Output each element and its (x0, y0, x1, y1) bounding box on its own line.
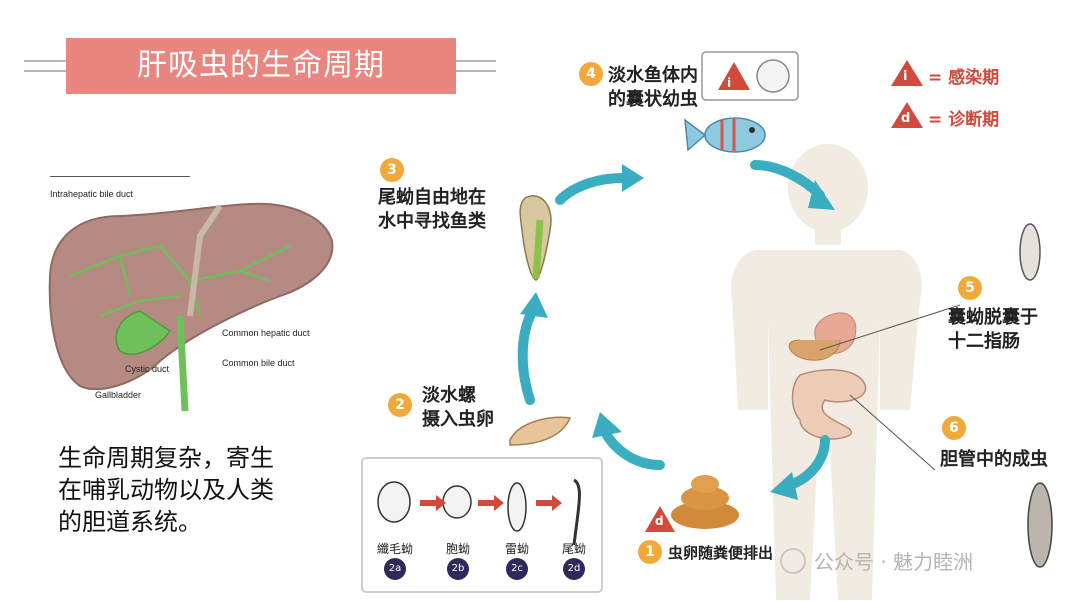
description-text: 生命周期复杂，寄生 在哺乳动物以及人类 的胆道系统。 (58, 442, 348, 538)
arrow-heads (520, 164, 835, 500)
substage-label-2d: 尾蚴 (561, 542, 586, 556)
substage-label-2b: 胞蚴 (445, 542, 470, 556)
lifecycle-diagram (361, 51, 1053, 600)
legend-infection-label: = 感染期 (928, 68, 1000, 88)
stage-5-line-1: 囊蚴脱囊于 (948, 307, 1038, 328)
diagnosis-triangle-feces (645, 506, 675, 532)
feces-diagnosis-letter: d (655, 514, 664, 528)
stage-2-line-1: 淡水螺 (422, 385, 476, 406)
cercaria-icon (519, 195, 552, 281)
snail-icon (509, 416, 572, 446)
infection-triangle-inset (718, 62, 750, 90)
description-line-1: 生命周期复杂，寄生 (58, 444, 274, 472)
inset-infection-letter: i (727, 76, 732, 90)
label-common-hepatic-duct: Common hepatic duct (222, 328, 310, 338)
label-common-bile-duct: Common bile duct (222, 358, 295, 368)
wechat-icon (780, 547, 806, 574)
substage-arrows (420, 495, 562, 511)
stage-2-number: 2 (388, 393, 412, 417)
fish-icon (684, 117, 766, 153)
stage-5-line-2: 十二指肠 (948, 331, 1020, 352)
substage-label-2c: 雷蚴 (504, 542, 529, 556)
stage-3-number: 3 (380, 158, 404, 182)
adult-fluke-icon (1027, 482, 1053, 568)
description-line-2: 在哺乳动物以及人类 (58, 476, 274, 504)
watermark-text: 公众号 · 魅力睦洲 (814, 550, 974, 574)
cercaria-small-icon (572, 478, 581, 546)
feces-icon (671, 475, 739, 529)
stage-3-line-1: 尾蚴自由地在 (378, 187, 486, 208)
miracidium-icon (377, 481, 411, 523)
title-left-decoration (24, 60, 66, 72)
page-title: 肝吸虫的生命周期 (66, 38, 456, 94)
infection-symbol-letter: i (903, 69, 908, 84)
label-cystic-duct: Cystic duct (125, 364, 170, 374)
stage-4-line-1: 淡水鱼体内 (608, 65, 698, 86)
stage-6-number: 6 (942, 416, 966, 440)
stage-4-line-2: 的囊状幼虫 (608, 89, 698, 110)
watermark: 公众号 · 魅力睦洲 (780, 546, 973, 575)
substage-label-2a: 纖毛蚴 (376, 542, 413, 556)
label-gallbladder: Gallbladder (95, 390, 142, 400)
substage-badge-2b: 2b (447, 558, 469, 580)
substage-badge-2c: 2c (506, 558, 528, 580)
stage-5-number: 5 (958, 276, 982, 300)
stage-2-line-2: 摄入虫卵 (422, 409, 494, 430)
stage-4-number: 4 (579, 62, 603, 86)
substage-badge-2a: 2a (384, 558, 406, 580)
stage-1-number: 1 (638, 540, 662, 564)
title-right-decoration (456, 60, 496, 72)
stage-5-text: 囊蚴脱囊于 十二指肠 (948, 306, 1038, 354)
label-intrahepatic-bile-duct: Intrahepatic bile duct (50, 189, 134, 199)
description-line-3: 的胆道系统。 (58, 508, 202, 536)
liver-illustration (48, 202, 334, 412)
diagnosis-stage-symbol (891, 102, 923, 128)
legend-diagnosis-label: = 诊断期 (928, 110, 1000, 130)
stage-3-line-2: 水中寻找鱼类 (378, 211, 486, 232)
metacercaria-icon (756, 59, 790, 93)
stage-6-text: 胆管中的成虫 (940, 449, 1048, 470)
label-leader-intrahepatic (50, 176, 190, 178)
substage-inset-box (361, 457, 603, 593)
stage-1-text: 虫卵随粪便排出 (668, 544, 774, 562)
diagnosis-symbol-letter: d (901, 111, 911, 126)
substage-badge-2d: 2d (563, 558, 585, 580)
digestive-organs (788, 312, 867, 440)
stage-3-text: 尾蚴自由地在 水中寻找鱼类 (378, 186, 486, 234)
infection-stage-symbol (891, 60, 923, 86)
sporocyst-icon (442, 485, 472, 519)
stage-4-text: 淡水鱼体内 的囊状幼虫 (608, 64, 698, 112)
redia-icon (507, 482, 527, 532)
excysted-fluke-icon (1019, 223, 1041, 281)
stage-2-text: 淡水螺 摄入虫卵 (422, 384, 494, 432)
